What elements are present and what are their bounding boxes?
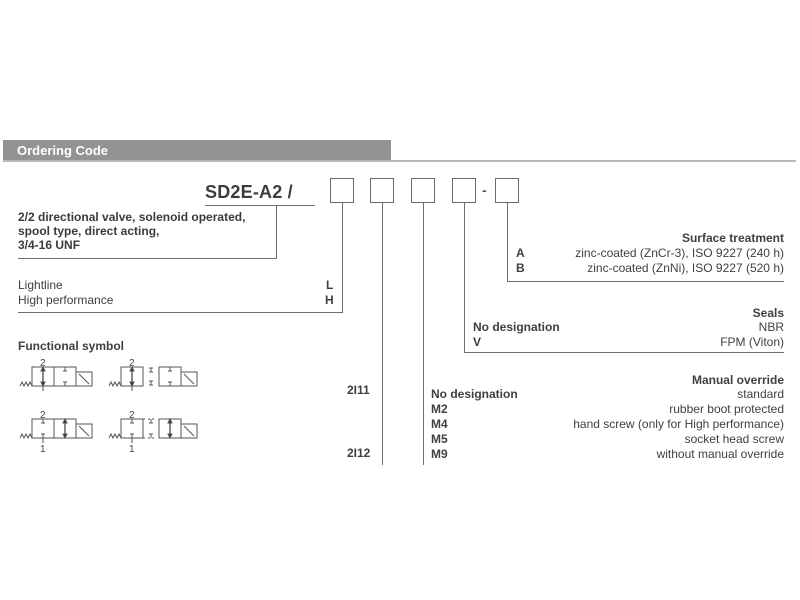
seals-option-label: FPM (Viton) — [720, 335, 784, 349]
performance-leader-horizontal — [18, 312, 343, 314]
description-line: 2/2 directional valve, solenoid operated… — [18, 210, 246, 224]
seals-title: Seals — [752, 306, 784, 320]
surface-option-code: A — [516, 246, 525, 260]
seals-leader-horizontal — [464, 352, 784, 354]
code-box-surface-treatment — [495, 178, 519, 203]
performance-option-code: H — [325, 293, 334, 307]
svg-text:2: 2 — [40, 410, 46, 421]
valve-symbol-2i12-basic: 2 1 — [18, 410, 98, 460]
surface-leader-vertical — [507, 203, 509, 282]
code-box-manual-override — [411, 178, 435, 203]
override-option-label: without manual override — [656, 447, 784, 461]
code-box-performance — [330, 178, 354, 203]
override-option-code: No designation — [431, 387, 518, 401]
performance-leader-vertical — [342, 203, 344, 313]
section-title: Ordering Code — [17, 143, 109, 158]
valve-symbol-2i11-transition: 2 — [107, 358, 217, 404]
surface-option-label: zinc-coated (ZnCr-3), ISO 9227 (240 h) — [575, 246, 784, 260]
svg-text:2: 2 — [129, 358, 135, 369]
description-leader-horizontal — [18, 258, 277, 260]
seals-leader-vertical — [464, 203, 466, 353]
performance-option-code: L — [326, 278, 334, 292]
model-code: SD2E-A2 / — [205, 182, 293, 202]
surface-treatment-title: Surface treatment — [681, 231, 784, 245]
performance-option-label: High performance — [18, 293, 114, 307]
product-description: 2/2 directional valve, solenoid operated… — [18, 210, 245, 252]
code-box-seals — [452, 178, 476, 203]
functional-symbol-code: 2I12 — [347, 446, 371, 460]
model-underline — [205, 205, 315, 207]
functional-symbol-code: 2I11 — [347, 383, 370, 397]
override-option-label: standard — [737, 387, 784, 401]
seals-option-label: NBR — [758, 320, 784, 334]
surface-leader-horizontal — [507, 281, 784, 283]
override-option-code: M5 — [431, 432, 448, 446]
seals-option-code: V — [473, 335, 482, 349]
manual-override-title: Manual override — [691, 373, 784, 387]
override-option-code: M9 — [431, 447, 448, 461]
description-line: 3/4-16 UNF — [18, 238, 81, 252]
override-option-label: hand screw (only for High performance) — [573, 417, 784, 431]
code-box-functional-symbol — [370, 178, 394, 203]
override-option-label: socket head screw — [684, 432, 784, 446]
functional-symbol-leader-vertical — [382, 203, 384, 465]
functional-symbol-title: Functional symbol — [18, 339, 125, 353]
svg-text:2: 2 — [129, 410, 135, 421]
description-leader-vertical — [276, 205, 278, 259]
svg-text:2: 2 — [40, 358, 46, 369]
code-separator: - — [482, 182, 487, 198]
valve-symbol-2i11-basic: 2 — [18, 358, 98, 404]
svg-text:1: 1 — [40, 444, 46, 455]
surface-option-code: B — [516, 261, 525, 275]
seals-option-code: No designation — [473, 320, 560, 334]
valve-symbol-2i12-transition: 2 1 — [107, 410, 217, 460]
override-option-label: rubber boot protected — [669, 402, 784, 416]
override-option-code: M2 — [431, 402, 448, 416]
header-divider — [3, 160, 796, 162]
manual-override-leader-vertical — [423, 203, 425, 465]
performance-option-label: Lightline — [18, 278, 63, 292]
description-line: spool type, direct acting, — [18, 224, 160, 238]
section-header-bar — [3, 140, 391, 162]
surface-option-label: zinc-coated (ZnNi), ISO 9227 (520 h) — [587, 261, 784, 275]
svg-text:1: 1 — [129, 444, 135, 455]
override-option-code: M4 — [431, 417, 448, 431]
